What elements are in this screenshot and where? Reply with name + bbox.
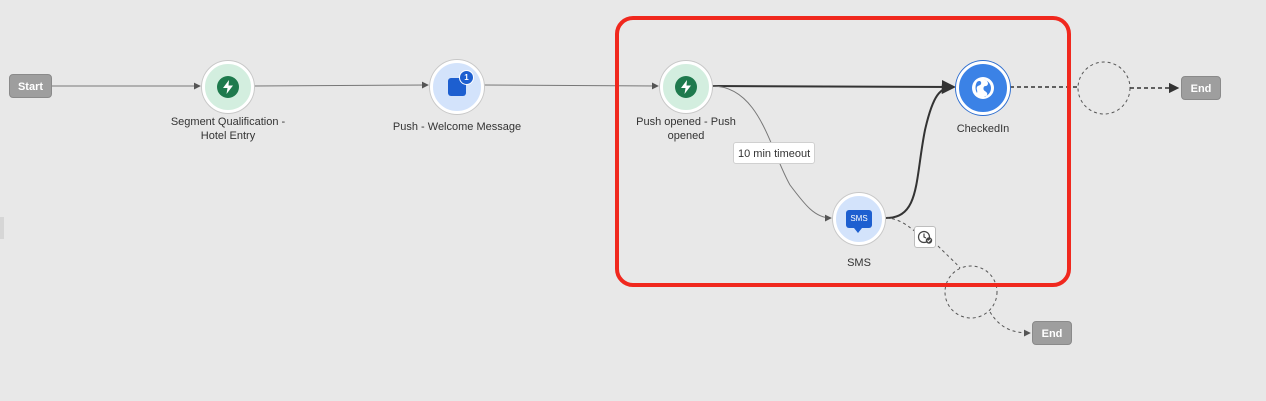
canvas-edge-handle[interactable]: [0, 217, 4, 239]
start-node[interactable]: Start: [9, 74, 52, 98]
checkedin-label: CheckedIn: [956, 123, 1010, 135]
push-welcome-node[interactable]: 1: [430, 60, 484, 114]
sms-icon-text: SMS: [850, 214, 868, 223]
connector-pushopened-checkedin: [711, 79, 956, 94]
end-node-top[interactable]: End: [1181, 76, 1221, 100]
clock-check-icon[interactable]: [914, 226, 936, 248]
sms-icon: SMS: [846, 210, 872, 233]
push-opened-label: Push opened - Push opened: [636, 116, 736, 142]
globe-icon: [972, 77, 994, 99]
connector-push-pushopened: [483, 82, 659, 90]
highlight-annotation: [615, 16, 1071, 287]
timeout-path-label[interactable]: 10 min timeout: [733, 142, 816, 164]
checkedin-node[interactable]: [956, 61, 1010, 115]
sms-label: SMS: [847, 257, 871, 269]
empty-activity-placeholder-bottom: [944, 265, 998, 319]
connector-segment-push: [253, 81, 429, 89]
segment-qualification-node[interactable]: [202, 61, 254, 113]
empty-activity-placeholder-top: [1077, 61, 1131, 115]
sms-node[interactable]: SMS: [833, 193, 885, 245]
push-opened-node[interactable]: [660, 61, 712, 113]
end-node-bottom[interactable]: End: [1032, 321, 1072, 345]
lightning-icon: [675, 76, 697, 98]
lightning-icon: [217, 76, 239, 98]
push-notification-icon: 1: [448, 70, 474, 96]
connector-placeholder-end-bottom: [989, 311, 1031, 337]
push-welcome-label: Push - Welcome Message: [392, 121, 522, 133]
connector-timeout-placeholder: [937, 245, 961, 269]
connector-timeout-sms: [711, 85, 832, 222]
segment-qualification-label: Segment Qualification - Hotel Entry: [170, 116, 286, 142]
connector-sms-checkedin: [885, 80, 956, 219]
push-badge: 1: [459, 70, 474, 85]
